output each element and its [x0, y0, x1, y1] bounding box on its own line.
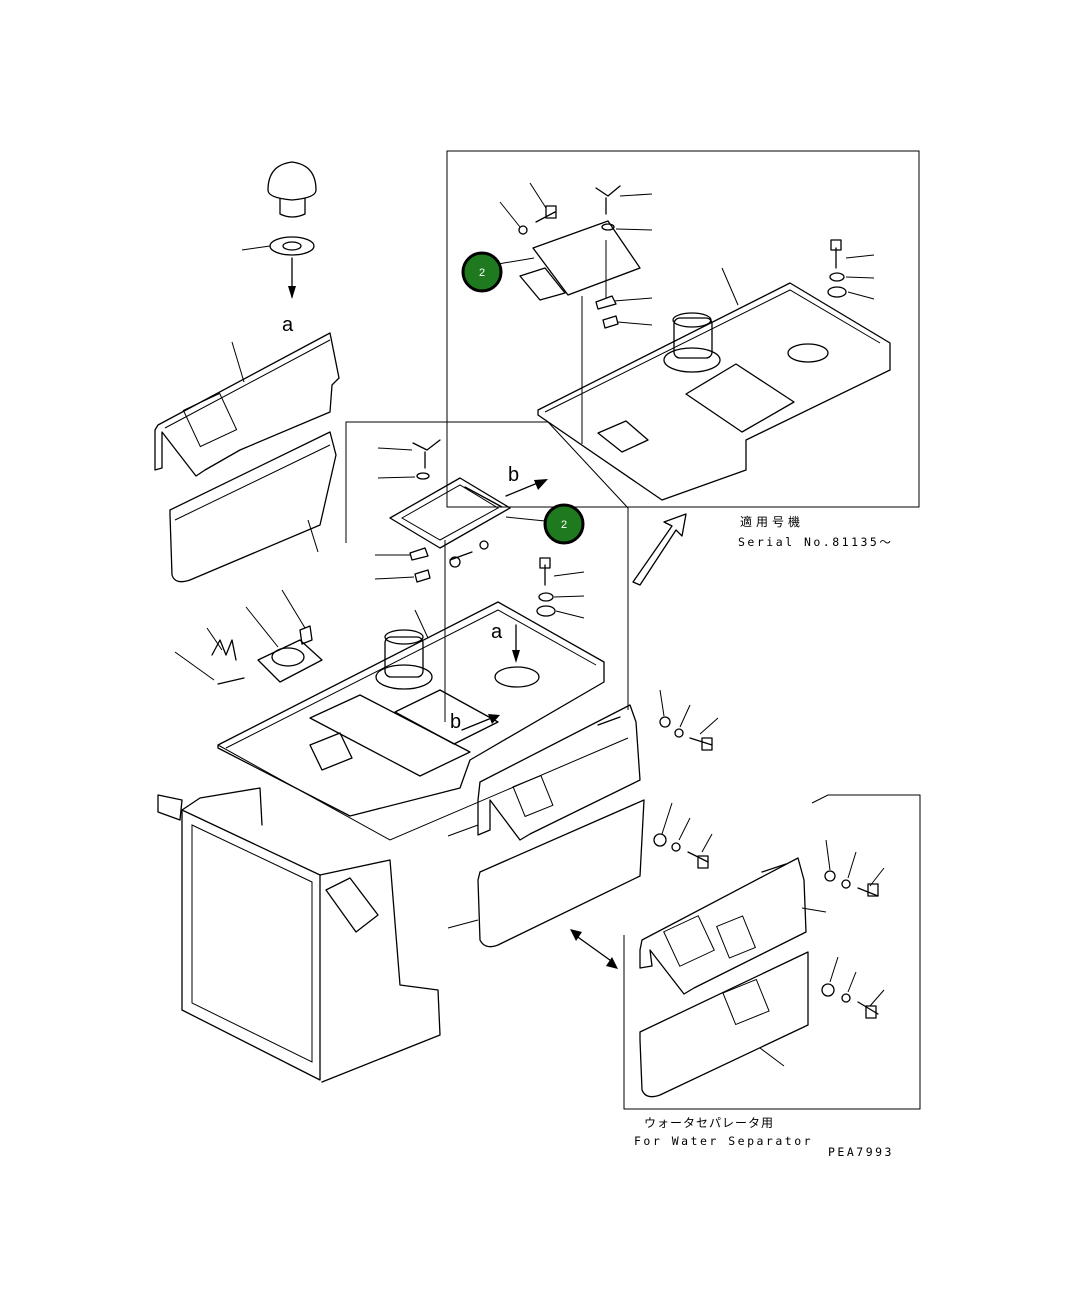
serial-note-jp: 適用号機 — [740, 514, 804, 529]
serial-detail-fasteners — [499, 182, 875, 329]
main-frame — [217, 421, 629, 841]
radiator — [157, 787, 441, 1083]
left-upper-side-cover — [154, 332, 340, 477]
middle-bolts — [653, 689, 719, 869]
serial-detail-cover — [519, 220, 641, 444]
hood-fasteners — [374, 439, 489, 639]
view-label-b-lower: b — [450, 711, 461, 733]
middle-upper-side-cover — [447, 704, 641, 841]
water-separator-note-en: For Water Separator — [634, 1134, 813, 1148]
hood-inspection-cover — [389, 477, 511, 722]
callout-number: 2 — [479, 267, 485, 279]
pointer-arrow-to-serial-detail — [632, 513, 687, 586]
view-arrows-main — [461, 479, 548, 731]
water-separator-bolts — [821, 839, 885, 1019]
drawing-code: PEA7993 — [828, 1145, 894, 1159]
hood-bolt-set — [536, 557, 585, 619]
middle-lower-side-cover — [447, 799, 645, 948]
detail-frame-serial — [446, 150, 920, 508]
water-separator-note-jp: ウォータセパレータ用 — [644, 1116, 774, 1130]
part-callout-2-upper[interactable]: 2 — [461, 251, 503, 293]
left-lower-side-cover — [169, 431, 337, 583]
main-hood — [217, 601, 605, 817]
exchange-arrow — [570, 929, 618, 969]
filler-cap — [241, 161, 317, 299]
part-callout-2-main[interactable]: 2 — [543, 503, 585, 545]
water-separator-upper-cover — [639, 857, 827, 995]
view-label-a-main: a — [491, 621, 503, 643]
serial-note-en: Serial No.81135～ — [738, 535, 893, 549]
bracket-parts-left — [174, 589, 323, 685]
water-separator-lower-cover — [639, 951, 809, 1098]
view-label-a-top: a — [282, 314, 294, 336]
detail-frame-water-separator — [623, 794, 921, 1110]
view-label-b-upper: b — [508, 464, 519, 486]
callout-number: 2 — [561, 519, 567, 531]
serial-detail-hood — [537, 267, 891, 501]
